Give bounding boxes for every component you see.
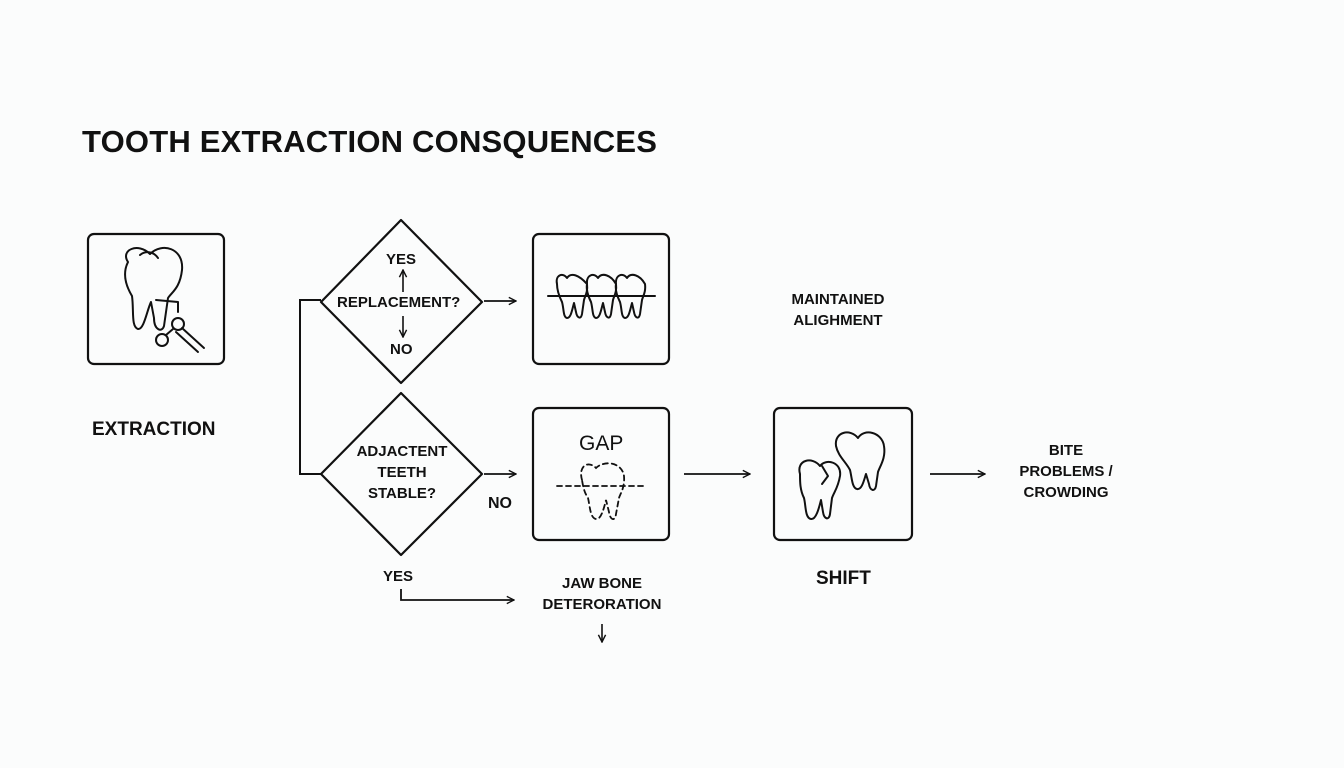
stable-question: ADJACTENT TEETH STABLE? bbox=[349, 441, 455, 504]
stable-diamond bbox=[319, 391, 484, 557]
shifting-teeth-icon bbox=[798, 431, 886, 520]
bite-line-1: BITE bbox=[1048, 442, 1084, 459]
bite-line-3: CROWDING bbox=[1023, 484, 1109, 501]
maintained-line-1: MAINTAINED bbox=[791, 291, 885, 308]
maintained-alignment-label: MAINTAINED ALIGHMENT bbox=[768, 289, 908, 331]
gap-box bbox=[531, 406, 671, 542]
replacement-yes-label: YES bbox=[386, 251, 417, 268]
diagram-title: TOOTH EXTRACTION CONSQUENCES bbox=[82, 124, 658, 159]
replacement-diamond bbox=[319, 218, 484, 385]
jaw-bone-label: JAW BONE DETERORATION bbox=[532, 573, 672, 615]
stable-yes-label: YES bbox=[383, 568, 414, 585]
bite-problems-label: BITE PROBLEMS / CROWDING bbox=[1006, 440, 1126, 503]
aligned-teeth-icon bbox=[547, 273, 656, 319]
tooth-extraction-icon bbox=[124, 246, 205, 353]
stable-question-line-3: STABLE? bbox=[367, 485, 437, 502]
arrow-to-jaw-bone bbox=[400, 589, 514, 600]
missing-tooth-icon bbox=[556, 462, 646, 520]
jaw-bone-line-2: DETERORATION bbox=[542, 596, 662, 613]
shift-label: SHIFT bbox=[816, 568, 871, 589]
replacement-question: REPLACEMENT? bbox=[337, 294, 461, 311]
maintained-line-2: ALIGHMENT bbox=[793, 312, 883, 329]
stable-question-line-2: TEETH bbox=[377, 464, 427, 481]
shift-box bbox=[772, 406, 914, 542]
connector-left bbox=[299, 299, 321, 475]
stable-no-label: NO bbox=[488, 495, 512, 512]
replacement-no-label: NO bbox=[390, 341, 413, 358]
gap-label: GAP bbox=[579, 432, 624, 455]
stable-question-line-1: ADJACTENT bbox=[356, 443, 448, 460]
extraction-box bbox=[86, 232, 226, 366]
bite-line-2: PROBLEMS / bbox=[1019, 463, 1113, 480]
extraction-label: EXTRACTION bbox=[92, 419, 216, 440]
aligned-teeth-box bbox=[531, 232, 671, 366]
jaw-bone-line-1: JAW BONE bbox=[561, 575, 642, 592]
